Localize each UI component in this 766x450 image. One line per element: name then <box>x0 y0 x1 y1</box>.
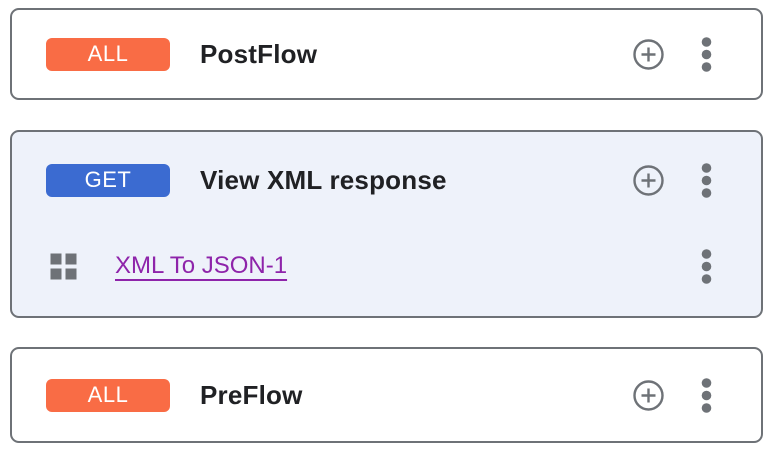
flow-card-view-xml-response[interactable]: GET View XML response <box>10 130 763 318</box>
kebab-menu-icon <box>701 377 712 413</box>
flow-card-postflow[interactable]: ALL PostFlow <box>10 8 763 100</box>
policy-link[interactable]: XML To JSON-1 <box>115 252 288 279</box>
plus-circle-icon <box>633 38 664 70</box>
flow-row: ALL PreFlow <box>12 377 761 413</box>
flow-row: ALL PostFlow <box>12 36 761 72</box>
method-badge: ALL <box>46 378 170 412</box>
add-policy-button[interactable] <box>633 38 664 70</box>
grid-icon <box>50 253 77 279</box>
kebab-menu-icon <box>701 248 712 284</box>
flow-menu-button[interactable] <box>701 162 712 198</box>
kebab-menu-icon <box>701 162 712 198</box>
policy-menu-button[interactable] <box>701 248 712 284</box>
plus-circle-icon <box>633 379 664 411</box>
add-policy-button[interactable] <box>633 379 664 411</box>
add-policy-button[interactable] <box>633 164 664 196</box>
flow-menu-button[interactable] <box>701 36 712 72</box>
flow-card-preflow[interactable]: ALL PreFlow <box>10 347 763 443</box>
plus-circle-icon <box>633 164 664 196</box>
method-badge: ALL <box>46 37 170 71</box>
policy-row: XML To JSON-1 <box>12 228 761 304</box>
flow-title: PostFlow <box>200 38 318 69</box>
flow-title: View XML response <box>200 164 447 195</box>
method-badge: GET <box>46 163 170 197</box>
kebab-menu-icon <box>701 36 712 72</box>
flow-title: PreFlow <box>200 379 303 410</box>
flow-menu-button[interactable] <box>701 377 712 413</box>
flow-row: GET View XML response <box>12 132 761 228</box>
